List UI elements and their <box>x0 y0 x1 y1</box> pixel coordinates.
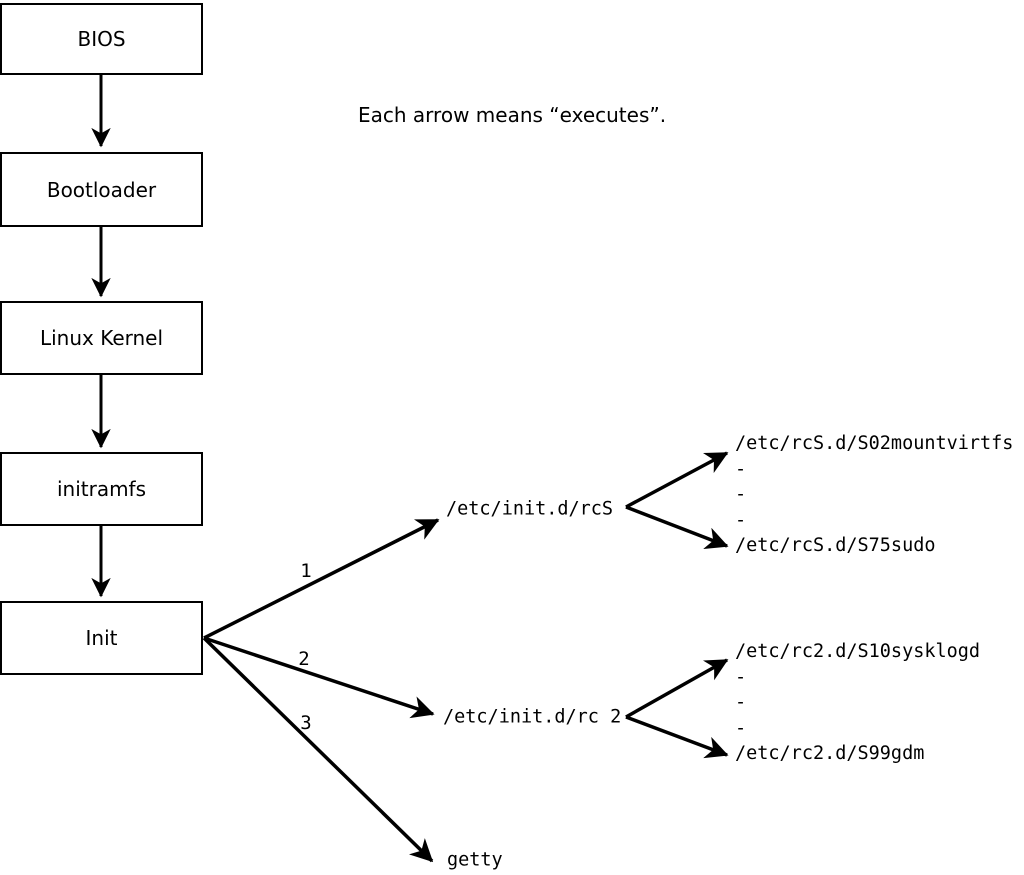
box-bootloader-label: Bootloader <box>46 177 157 202</box>
label-etc-initd-rcS: /etc/init.d/rcS <box>446 498 614 520</box>
label-s10sysklogd: /etc/rc2.d/S10sysklogd <box>735 641 981 662</box>
arrow-order-3: 3 <box>300 712 312 734</box>
cluster-rc2-scripts: /etc/rc2.d/S10sysklogd - - - /etc/rc2.d/… <box>735 639 980 767</box>
cluster-rcS-scripts: /etc/rcS.d/S02mountvirtfs - - - /etc/rcS… <box>735 431 1013 559</box>
ellipsis-dash: - <box>735 509 747 531</box>
ellipsis-dash: - <box>735 666 747 688</box>
ellipsis-dash: - <box>735 692 747 713</box>
ellipsis-dash: - <box>735 484 747 505</box>
box-init-label: Init <box>85 626 118 650</box>
arrow-rc2-to-s10sysklogd <box>625 658 729 719</box>
box-bios-label: BIOS <box>77 27 126 51</box>
arrow-rcS-to-s75sudo <box>625 505 729 549</box>
box-linux-kernel: Linux Kernel <box>0 301 203 375</box>
arrow-order-1: 1 <box>300 560 312 582</box>
label-s99gdm: /etc/rc2.d/S99gdm <box>735 743 925 764</box>
ellipsis-dash: - <box>735 458 747 480</box>
box-bios: BIOS <box>0 3 203 75</box>
arrow-init-to-rc2 <box>203 636 435 719</box>
box-bootloader: Bootloader <box>0 152 203 227</box>
arrow-rc2-to-s99gdm <box>625 715 729 759</box>
label-s75sudo: /etc/rcS.d/S75sudo <box>735 535 936 556</box>
ellipsis-dash: - <box>735 717 747 739</box>
box-init: Init <box>0 601 203 675</box>
label-getty: getty <box>447 849 503 871</box>
label-etc-initd-rc2: /etc/init.d/rc 2 <box>443 706 622 728</box>
box-initramfs-label: initramfs <box>56 477 147 501</box>
legend-note: Each arrow means “executes”. <box>358 103 667 127</box>
arrow-init-to-rcS <box>203 518 440 640</box>
arrow-init-to-getty <box>202 636 434 863</box>
box-initramfs: initramfs <box>0 452 203 526</box>
arrow-rcS-to-s02mountvirtfs <box>625 451 729 509</box>
label-s02mountvirtfs: /etc/rcS.d/S02mountvirtfs <box>735 433 1014 454</box>
box-linux-kernel-label: Linux Kernel <box>39 326 164 350</box>
arrow-order-2: 2 <box>298 648 310 670</box>
